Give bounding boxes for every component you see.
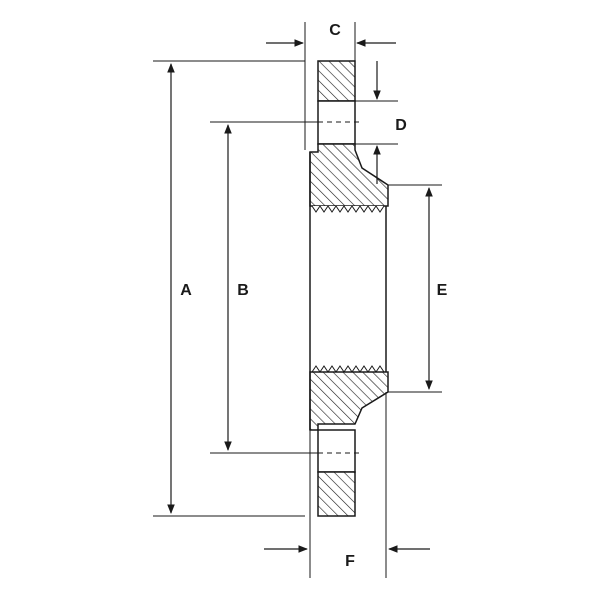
top-thread (311, 205, 385, 213)
label-b: B (237, 282, 249, 299)
bottom-thread (311, 365, 385, 373)
label-d: D (395, 117, 407, 134)
bottom-bolt-hole (317, 429, 356, 473)
label-f: F (345, 553, 355, 570)
label-e: E (437, 282, 448, 299)
bottom-flange-section (317, 471, 356, 517)
top-hub-section (309, 143, 389, 207)
bottom-hub-section (309, 371, 389, 431)
label-a: A (180, 282, 192, 299)
top-flange-section (317, 60, 356, 102)
label-c: C (329, 22, 341, 39)
